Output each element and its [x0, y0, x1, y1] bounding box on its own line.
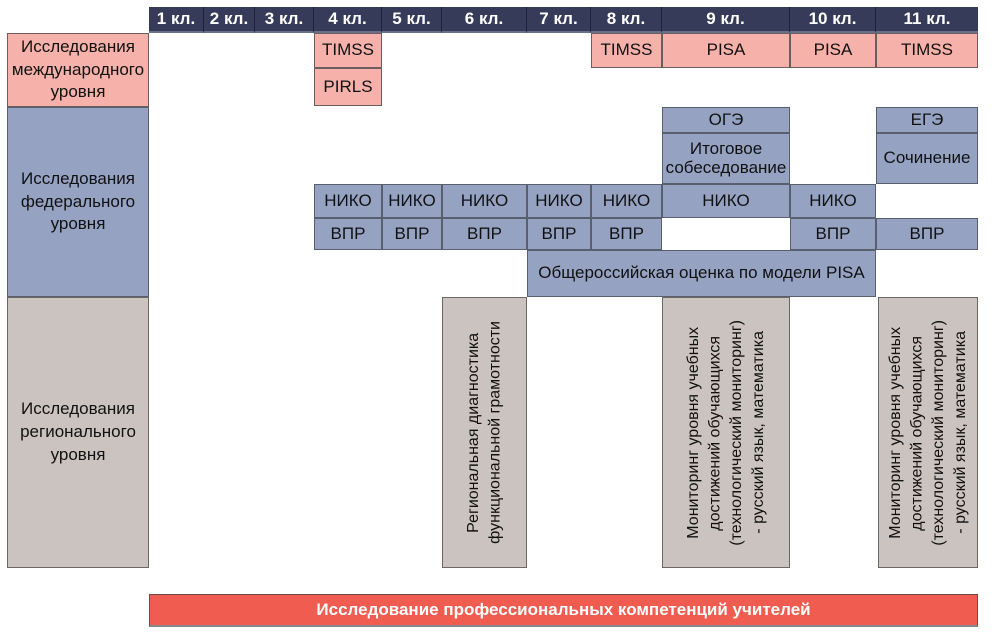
fed-niko-grade4: НИКО	[314, 184, 382, 218]
reg-monitoring-grade9: Мониторинг уровня учебных достижений обу…	[662, 297, 790, 568]
fed-vpr-grade10: ВПР	[790, 218, 876, 250]
fed-niko-grade10: НИКО	[790, 184, 876, 218]
fed-niko-grade7: НИКО	[527, 184, 591, 218]
reg-monitoring-grade9-text: Мониторинг уровня учебных достижений обу…	[684, 319, 767, 546]
grade-header-5: 5 кл.	[382, 7, 442, 33]
grade-header-10: 10 кл.	[790, 7, 876, 33]
fed-oge: ОГЭ	[662, 107, 790, 133]
grade-header-11: 11 кл.	[876, 7, 978, 33]
fed-vpr-grade5: ВПР	[382, 218, 442, 250]
intl-timss-grade11: TIMSS	[876, 33, 978, 68]
level-label-regional: Исследования регионального уровня	[7, 297, 149, 568]
fed-pisa-model-assessment: Общероссийская оценка по модели PISA	[527, 250, 876, 297]
intl-pisa-grade10: PISA	[790, 33, 876, 68]
fed-niko-grade8: НИКО	[591, 184, 662, 218]
grade-header-3: 3 кл.	[255, 7, 314, 33]
reg-monitoring-grade11: Мониторинг уровня учебных достижений обу…	[878, 297, 978, 568]
level-label-international: Исследования международного уровня	[7, 33, 149, 107]
intl-timss-grade4: TIMSS	[314, 33, 382, 68]
grade-header-9: 9 кл.	[662, 7, 790, 33]
reg-functional-literacy: Региональная диагностика функциональной …	[442, 297, 527, 568]
fed-final-interview: Итоговое собеседование	[662, 133, 790, 184]
level-label-federal: Исследования федерального уровня	[7, 107, 149, 297]
grade-header-8: 8 кл.	[591, 7, 662, 33]
grade-header-1: 1 кл.	[149, 7, 204, 33]
fed-niko-grade6: НИКО	[442, 184, 527, 218]
fed-vpr-grade6: ВПР	[442, 218, 527, 250]
fed-vpr-grade7: ВПР	[527, 218, 591, 250]
reg-monitoring-grade11-text: Мониторинг уровня учебных достижений обу…	[886, 319, 969, 546]
fed-vpr-grade8: ВПР	[591, 218, 662, 250]
fed-final-essay: Сочинение	[876, 133, 978, 184]
intl-pirls-grade4: PIRLS	[314, 68, 382, 106]
grade-header-7: 7 кл.	[527, 7, 591, 33]
fed-vpr-grade11: ВПР	[876, 218, 978, 250]
grade-header-2: 2 кл.	[204, 7, 255, 33]
grade-header-4: 4 кл.	[314, 7, 382, 33]
fed-niko-grade5: НИКО	[382, 184, 442, 218]
grade-header-6: 6 кл.	[442, 7, 527, 33]
teacher-competency-banner: Исследование профессиональных компетенци…	[149, 594, 978, 627]
fed-vpr-grade4: ВПР	[314, 218, 382, 250]
fed-ege: ЕГЭ	[876, 107, 978, 133]
intl-timss-grade8: TIMSS	[591, 33, 662, 68]
intl-pisa-grade9: PISA	[662, 33, 790, 68]
reg-functional-literacy-text: Региональная диагностика функциональной …	[464, 321, 504, 544]
fed-niko-grade9: НИКО	[662, 184, 790, 218]
